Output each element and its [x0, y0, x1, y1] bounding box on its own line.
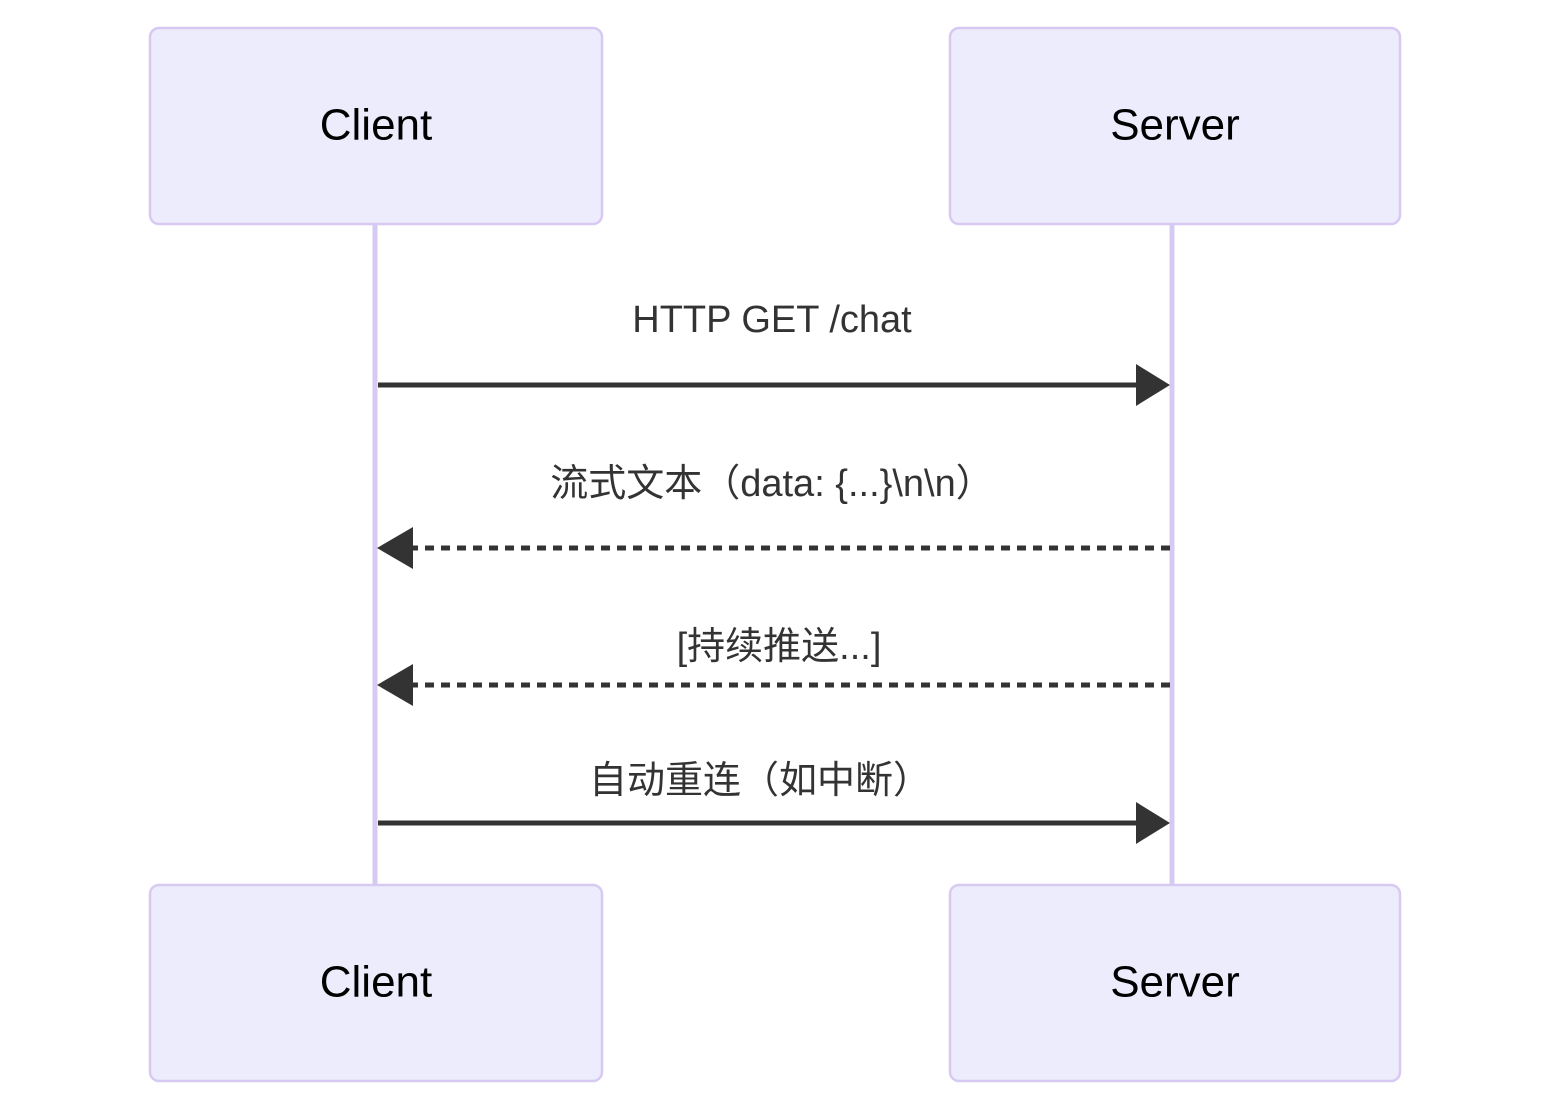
participant-box-server-top[interactable]: Server [948, 26, 1402, 226]
message-4-arrowhead-right [1136, 802, 1170, 844]
participant-box-rect [148, 26, 604, 226]
message-3-continuous-push[interactable]: [持续推送...] [377, 626, 1170, 706]
message-2-label: 流式文本（data: {...}\n\n） [550, 463, 994, 505]
participant-box-client-bottom[interactable]: Client [148, 883, 604, 1083]
message-2-arrowhead-left [377, 527, 413, 569]
message-4-auto-reconnect[interactable]: 自动重连（如中断） [378, 760, 1170, 844]
participant-label-server-bottom: Server [1110, 958, 1240, 1007]
participant-label-client-top: Client [320, 101, 433, 150]
message-2-stream-text[interactable]: 流式文本（data: {...}\n\n） [377, 463, 1170, 569]
message-3-arrowhead-left [377, 664, 413, 706]
message-4-label: 自动重连（如中断） [589, 760, 931, 802]
message-1-arrowhead-right [1136, 364, 1170, 406]
participant-box-rect [148, 883, 604, 1083]
participant-box-rect [948, 26, 1402, 226]
participant-label-server-top: Server [1110, 101, 1240, 150]
participant-label-client-bottom: Client [320, 958, 433, 1007]
message-3-label: [持续推送...] [677, 626, 882, 668]
participant-box-server-bottom[interactable]: Server [948, 883, 1402, 1083]
participant-box-client-top[interactable]: Client [148, 26, 604, 226]
participant-box-rect [948, 883, 1402, 1083]
message-1-label: HTTP GET /chat [632, 299, 912, 341]
message-1-http-get-chat[interactable]: HTTP GET /chat [378, 299, 1170, 406]
